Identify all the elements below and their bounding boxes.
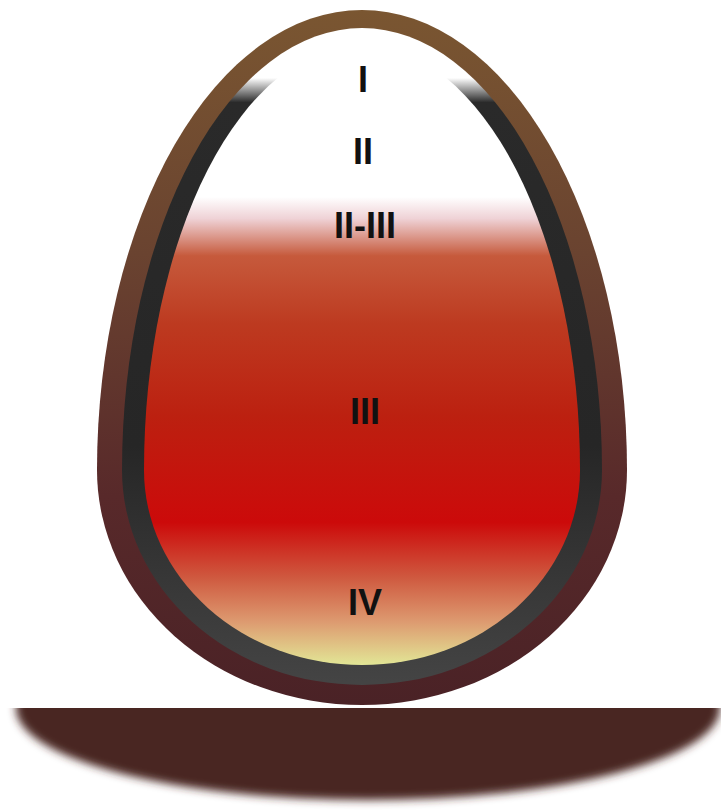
- zone-label: II: [353, 134, 373, 170]
- egg-outer: [97, 10, 627, 705]
- egg-cavity: [144, 45, 580, 665]
- zone-label: I: [358, 62, 368, 98]
- ground-shadow: [16, 708, 720, 800]
- zone-label: II-III: [334, 208, 396, 244]
- zone-label: III: [350, 394, 380, 430]
- egg-shell: [122, 28, 602, 685]
- zone-label: IV: [348, 585, 382, 621]
